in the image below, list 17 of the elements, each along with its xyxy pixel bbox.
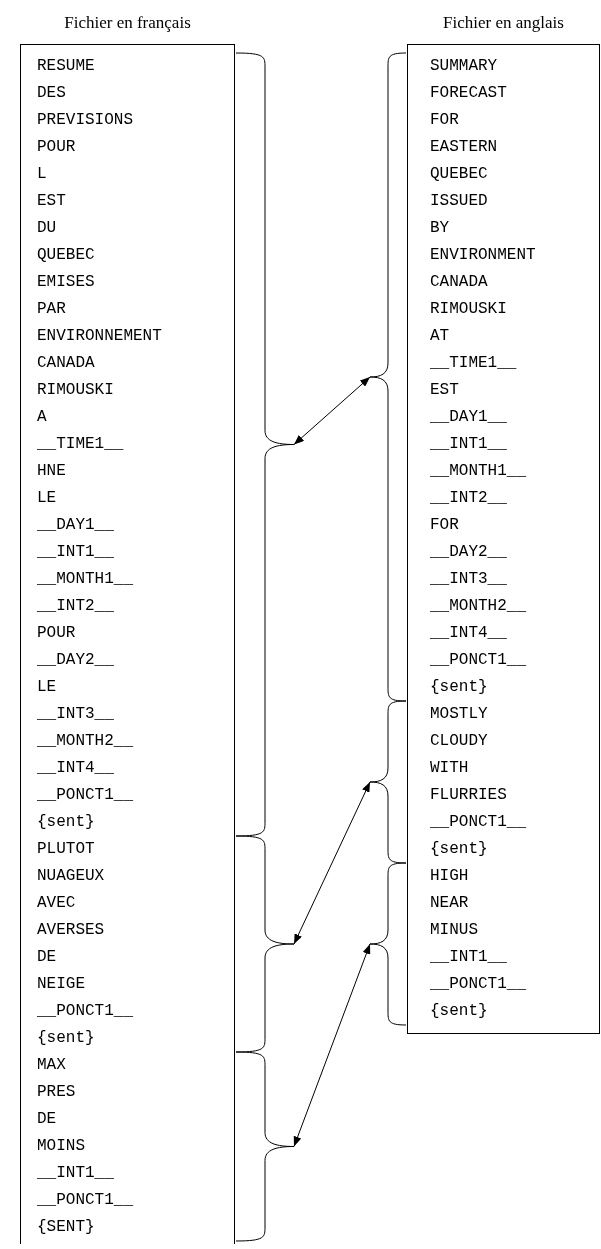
column-heading: Fichier en anglais	[442, 12, 565, 34]
curly-brace	[370, 53, 406, 701]
token-list: MOSTLY CLOUDY WITH FLURRIES __PONCT1__ {sent}	[408, 701, 591, 863]
column-heading: Fichier en français	[63, 12, 192, 34]
double-arrow	[293, 943, 371, 1147]
double-arrow	[293, 376, 371, 445]
double-arrow	[293, 781, 371, 945]
token-list: MAX PRES DE MOINS __INT1__ __PONCT1__ {SENT}	[21, 1052, 226, 1241]
token-list: RESUME DES PREVISIONS POUR L EST DU QUEBEC EMISES PAR ENVIRONNEMENT CANADA RIMOUSKI A __TIME1__ HNE LE __DAY1__ __INT1__ __MONTH1__ __INT2__ POUR __DAY2__ LE __INT3__ __MONTH2__ __INT4__ __PONCT1__ {sent}	[21, 53, 226, 836]
curly-brace	[370, 701, 406, 863]
token-list: PLUTOT NUAGEUX AVEC AVERSES DE NEIGE __PONCT1__ {sent}	[21, 836, 226, 1052]
curly-brace	[370, 863, 406, 1025]
curly-brace	[236, 1052, 294, 1241]
token-list: SUMMARY FORECAST FOR EASTERN QUEBEC ISSUED BY ENVIRONMENT CANADA RIMOUSKI AT __TIME1__ EST __DAY1__ __INT1__ __MONTH1__ __INT2__ FOR __DAY2__ __INT3__ __MONTH2__ __INT4__ __PONCT1__ {sent}	[408, 53, 591, 701]
token-list: HIGH NEAR MINUS __INT1__ __PONCT1__ {sent}	[408, 863, 591, 1025]
curly-brace	[236, 836, 294, 1052]
curly-brace	[236, 53, 294, 836]
